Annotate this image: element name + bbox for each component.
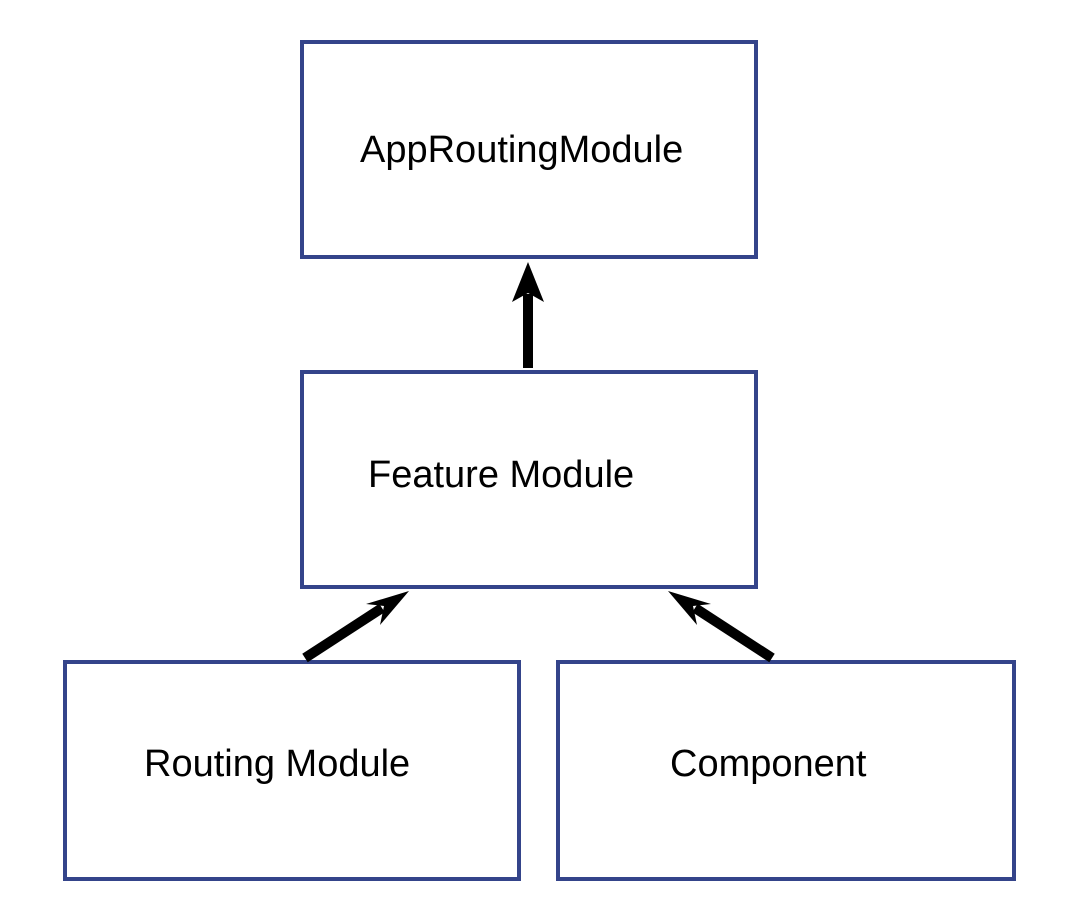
component-box: Component <box>556 660 1016 881</box>
arrow-shaft <box>692 603 775 663</box>
feature-module-label: Feature Module <box>368 454 635 496</box>
app-routing-module-label: AppRoutingModule <box>360 129 684 171</box>
arrow-feature-to-app <box>512 262 544 368</box>
arrowhead <box>668 591 711 625</box>
app-routing-module-box: AppRoutingModule <box>300 40 758 259</box>
arrow-shaft <box>302 603 385 663</box>
arrow-component-to-feature <box>668 591 775 663</box>
routing-module-box: Routing Module <box>63 660 521 881</box>
component-label: Component <box>670 743 867 785</box>
arrowhead <box>366 591 409 625</box>
arrow-routing-to-feature <box>302 591 409 663</box>
feature-module-box: Feature Module <box>300 370 758 589</box>
routing-module-label: Routing Module <box>144 743 411 785</box>
arrowhead <box>512 262 544 302</box>
